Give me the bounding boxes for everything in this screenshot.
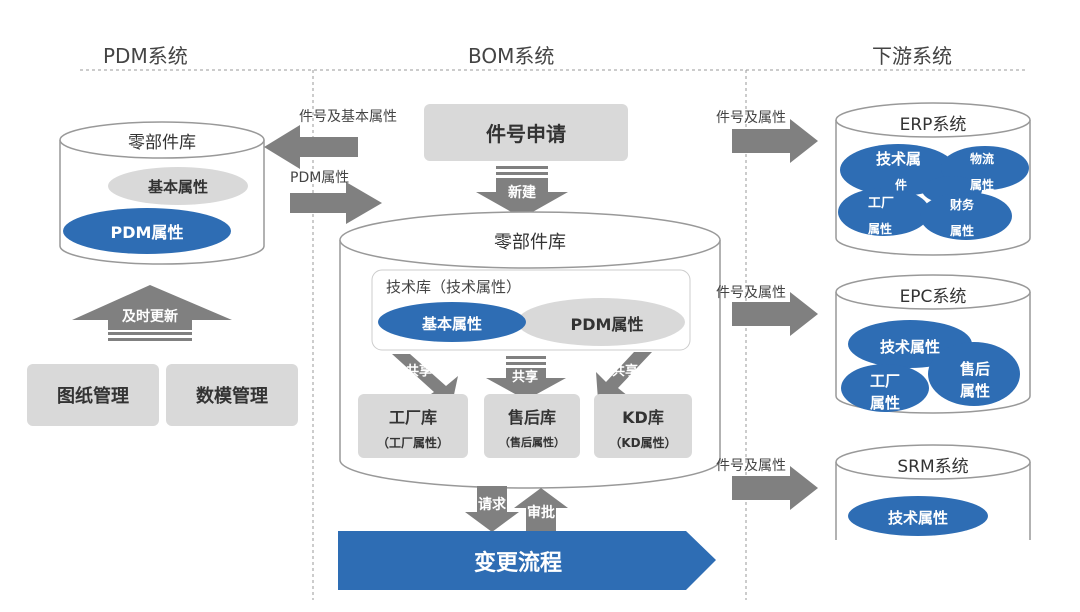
erp-factory-line2: 属性	[868, 222, 893, 236]
pdm-pdm-attr-label: PDM属性	[110, 223, 184, 242]
pdm-basic-attr-label: 基本属性	[147, 177, 208, 196]
epc-factory-line1: 工厂	[870, 372, 901, 390]
kd-lib-box: KD库 （KD属性）	[594, 394, 692, 458]
aftersales-lib-box: 售后库 （售后属性）	[484, 394, 580, 458]
bom-pdm-attr-label: PDM属性	[570, 315, 644, 334]
epc-title: EPC系统	[899, 286, 967, 307]
erp-tech-attr-line2: 件	[895, 178, 908, 192]
kd-lib-attr: （KD属性）	[609, 436, 677, 450]
srm-cylinder	[835, 444, 1031, 540]
erp-logistics-line2: 属性	[970, 178, 995, 192]
share-arrow-factory	[392, 354, 458, 404]
create-arrow	[476, 166, 568, 218]
epc-aftersales-line2: 属性	[960, 382, 991, 400]
erp-attr-blobs	[838, 144, 1029, 240]
pdm-db-title: 零部件库	[128, 132, 196, 153]
srm-tech-attr-label: 技术属性	[887, 508, 948, 527]
drawing-mgmt-box: 图纸管理	[27, 364, 159, 426]
share-arrow-aftersales	[486, 356, 566, 400]
srm-arrow-label: 件号及属性	[716, 458, 786, 474]
aftersales-lib-attr: （售后属性）	[499, 436, 565, 449]
arrow-to-epc	[732, 292, 818, 336]
downstream-system-header: 下游系统	[872, 44, 952, 68]
request-label: 请求	[478, 497, 506, 513]
erp-logistics-line1: 物流	[970, 152, 995, 166]
create-label: 新建	[508, 185, 536, 201]
bom-db-title: 零部件库	[494, 232, 566, 253]
pdm-system-header: PDM系统	[103, 44, 188, 68]
factory-lib-box: 工厂库 （工厂属性）	[358, 394, 468, 458]
bom-basic-attr-ellipse	[378, 302, 526, 342]
arrow-to-erp	[732, 119, 818, 163]
tech-lib-label: 技术库（技术属性）	[386, 278, 522, 296]
bom-system-header: BOM系统	[468, 44, 555, 68]
part-basic-attr-arrow	[264, 125, 358, 169]
share-arrow-kd	[596, 352, 652, 400]
epc-aftersales-line1: 售后	[960, 360, 991, 378]
pdm-attr-arrow	[290, 182, 382, 224]
update-label: 及时更新	[122, 309, 178, 325]
pdm-pdm-attr-ellipse	[63, 208, 231, 254]
update-arrow	[72, 285, 232, 341]
erp-arrow-label: 件号及属性	[716, 110, 786, 126]
approve-label: 审批	[527, 505, 555, 521]
epc-attr-blobs	[841, 320, 1020, 412]
erp-tech-attr-line1: 技术属	[876, 150, 922, 168]
epc-factory-line2: 属性	[870, 394, 901, 412]
arrow-to-srm	[732, 466, 818, 510]
erp-finance-line1: 财务	[950, 198, 975, 212]
share-label-factory: 共享	[406, 364, 433, 379]
erp-title: ERP系统	[899, 114, 967, 135]
bom-basic-attr-label: 基本属性	[421, 314, 482, 333]
change-process-arrow	[338, 531, 716, 590]
epc-tech-attr-label: 技术属性	[880, 338, 941, 356]
srm-title: SRM系统	[897, 456, 969, 477]
pdm-attr-arrow-label: PDM属性	[290, 170, 350, 186]
erp-factory-line1: 工厂	[868, 196, 895, 211]
model-mgmt-box: 数模管理	[166, 364, 298, 426]
approve-arrow	[514, 488, 568, 532]
aftersales-lib-title: 售后库	[507, 408, 556, 427]
part-request-box: 件号申请	[424, 104, 628, 161]
pdm-basic-attr-ellipse	[108, 167, 248, 205]
bom-pdm-attr-ellipse	[517, 298, 685, 346]
request-arrow	[465, 486, 519, 532]
erp-finance-line2: 属性	[950, 224, 975, 238]
factory-lib-attr: （工厂属性）	[376, 436, 449, 450]
change-process-label: 变更流程	[473, 550, 562, 576]
share-label-aftersales: 共享	[512, 370, 539, 385]
epc-arrow-label: 件号及属性	[716, 285, 786, 301]
part-basic-attr-label: 件号及基本属性	[299, 109, 397, 125]
share-label-kd: 共享	[612, 364, 639, 379]
srm-tech-attr-blob	[848, 496, 988, 536]
kd-lib-title: KD库	[622, 408, 664, 427]
factory-lib-title: 工厂库	[388, 408, 437, 427]
